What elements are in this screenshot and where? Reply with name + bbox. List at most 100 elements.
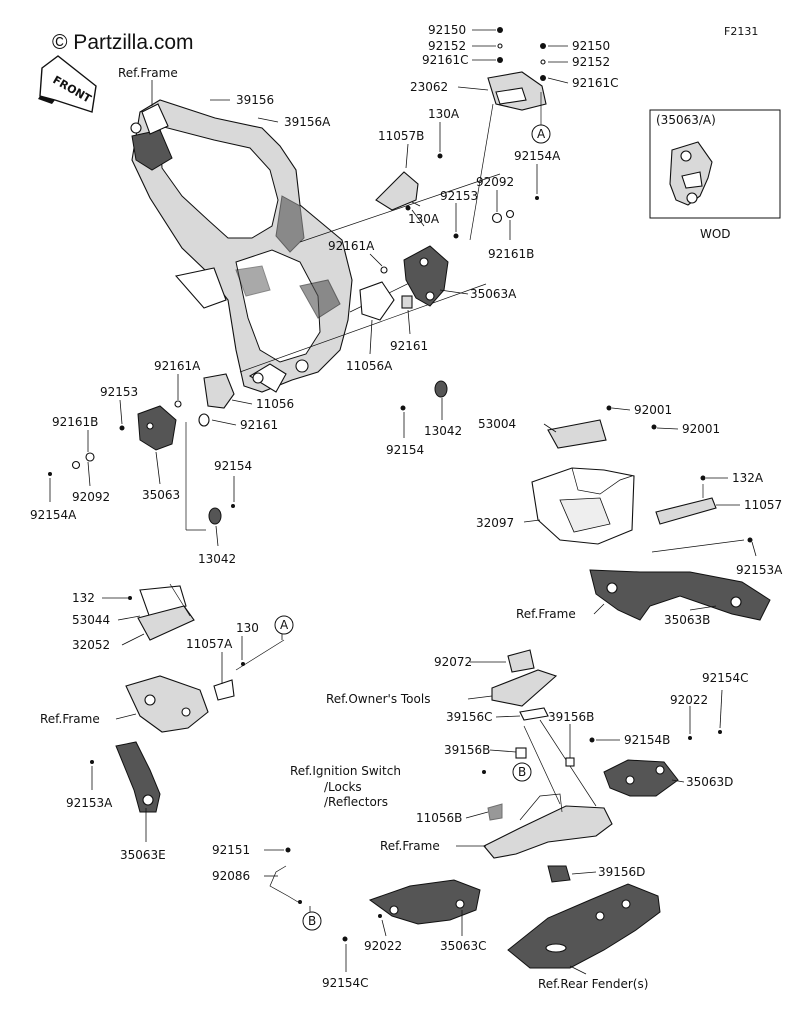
part-label: 23062 xyxy=(410,80,448,94)
part-label: 35063C xyxy=(440,939,487,953)
part-label: 92161A xyxy=(154,359,201,373)
part-label: 39156C xyxy=(446,710,493,724)
part-label: 92022 xyxy=(670,693,708,707)
part-label: 39156A xyxy=(284,115,331,129)
part-label: 92153 xyxy=(440,189,478,203)
part-label: Ref.Frame xyxy=(380,839,440,853)
wod-inset: (35063/A) WOD xyxy=(649,109,781,241)
svg-text:B: B xyxy=(308,914,316,928)
part-label: 92154C xyxy=(322,976,369,990)
part-label: 35063D xyxy=(686,775,733,789)
part-label: 39156D xyxy=(598,865,645,879)
part-label: /Reflectors xyxy=(324,795,388,809)
part-label: Ref.Owner's Tools xyxy=(326,692,430,706)
part-labels: Ref.Frame 39156 39156A 92150 92152 92161… xyxy=(30,23,783,991)
rear-fender xyxy=(507,883,661,969)
part-label: 130A xyxy=(428,107,460,121)
wire-92086 xyxy=(269,847,302,904)
bracket-23062-assembly xyxy=(487,27,547,111)
part-label: 92086 xyxy=(212,869,250,883)
part-label: 35063E xyxy=(120,848,166,862)
callout-a-left: A xyxy=(274,615,294,635)
tail-frame xyxy=(482,747,613,883)
part-label: 35063 xyxy=(142,488,180,502)
figure-code: F2131 xyxy=(724,25,758,38)
part-label: 92153 xyxy=(100,385,138,399)
part-label: 92154 xyxy=(386,443,424,457)
inset-caption: WOD xyxy=(700,227,731,241)
part-label: 11057 xyxy=(744,498,782,512)
bracket-35063e-assembly xyxy=(90,585,245,813)
strip-11057 xyxy=(655,497,717,525)
part-label: 92161 xyxy=(240,418,278,432)
part-label: 92072 xyxy=(434,655,472,669)
callout-b-wire: B xyxy=(302,911,322,931)
bracket-35063c xyxy=(342,879,481,942)
tool-holder-92072 xyxy=(491,649,558,721)
part-label: 32097 xyxy=(476,516,514,530)
part-label: 32052 xyxy=(72,638,110,652)
part-label: 132 xyxy=(72,591,95,605)
svg-text:B: B xyxy=(518,765,526,779)
part-label: 92161B xyxy=(488,247,534,261)
svg-text:A: A xyxy=(537,127,546,141)
part-label: 39156 xyxy=(236,93,274,107)
part-label: 92161C xyxy=(422,53,469,67)
leader-lines xyxy=(49,29,757,975)
callout-b-tail: B xyxy=(512,762,532,782)
part-label: 92092 xyxy=(72,490,110,504)
part-label: 11056B xyxy=(416,811,462,825)
part-label: 92153A xyxy=(736,563,783,577)
svg-text:A: A xyxy=(280,618,289,632)
partzilla-watermark: © Partzilla.com xyxy=(52,31,194,54)
part-label: 92154 xyxy=(214,459,252,473)
front-arrow-icon: FRONT xyxy=(38,55,97,113)
part-label: 92001 xyxy=(682,422,720,436)
part-label: 13042 xyxy=(424,424,462,438)
part-label: 39156B xyxy=(444,743,490,757)
part-label: 92150 xyxy=(428,23,466,37)
part-label: 92022 xyxy=(364,939,402,953)
part-label: 130 xyxy=(236,621,259,635)
part-label: Ref.Rear Fender(s) xyxy=(538,977,648,991)
part-label: 92161 xyxy=(390,339,428,353)
part-label: 53004 xyxy=(478,417,516,431)
inset-title: (35063/A) xyxy=(656,113,716,127)
part-label: 92092 xyxy=(476,175,514,189)
part-label: 130A xyxy=(408,212,440,226)
part-label: 92161A xyxy=(328,239,375,253)
battery-case-32097 xyxy=(531,405,657,545)
bushing-13042-a xyxy=(434,380,448,398)
part-label: Ref.Frame xyxy=(118,66,178,80)
part-label: 92153A xyxy=(66,796,113,810)
bracket-35063d xyxy=(589,730,722,797)
part-label: Ref.Frame xyxy=(40,712,100,726)
part-label: 11056 xyxy=(256,397,294,411)
plate-11057b xyxy=(375,171,419,211)
part-label: 11057B xyxy=(378,129,424,143)
part-label: 92150 xyxy=(572,39,610,53)
part-label: Ref.Frame xyxy=(516,607,576,621)
part-label: 35063A xyxy=(470,287,517,301)
part-label: 53044 xyxy=(72,613,110,627)
bracket-35063-left xyxy=(48,373,235,525)
bracket-35063a xyxy=(359,196,539,321)
part-label: 92151 xyxy=(212,843,250,857)
part-label: 92161C xyxy=(572,76,619,90)
bracket-35063b xyxy=(589,537,771,621)
callout-a-top: A xyxy=(531,124,551,144)
part-label: /Locks xyxy=(324,780,362,794)
part-label: Ref.Ignition Switch xyxy=(290,764,401,778)
part-label: 92154A xyxy=(30,508,77,522)
part-label: 92154B xyxy=(624,733,670,747)
part-label: 92001 xyxy=(634,403,672,417)
part-label: 39156B xyxy=(548,710,594,724)
part-label: 92154C xyxy=(702,671,749,685)
part-label: 132A xyxy=(732,471,764,485)
part-label: 11057A xyxy=(186,637,233,651)
part-label: 92154A xyxy=(514,149,561,163)
main-frame-drawing xyxy=(130,99,353,393)
part-label: 92161B xyxy=(52,415,98,429)
part-label: 35063B xyxy=(664,613,710,627)
